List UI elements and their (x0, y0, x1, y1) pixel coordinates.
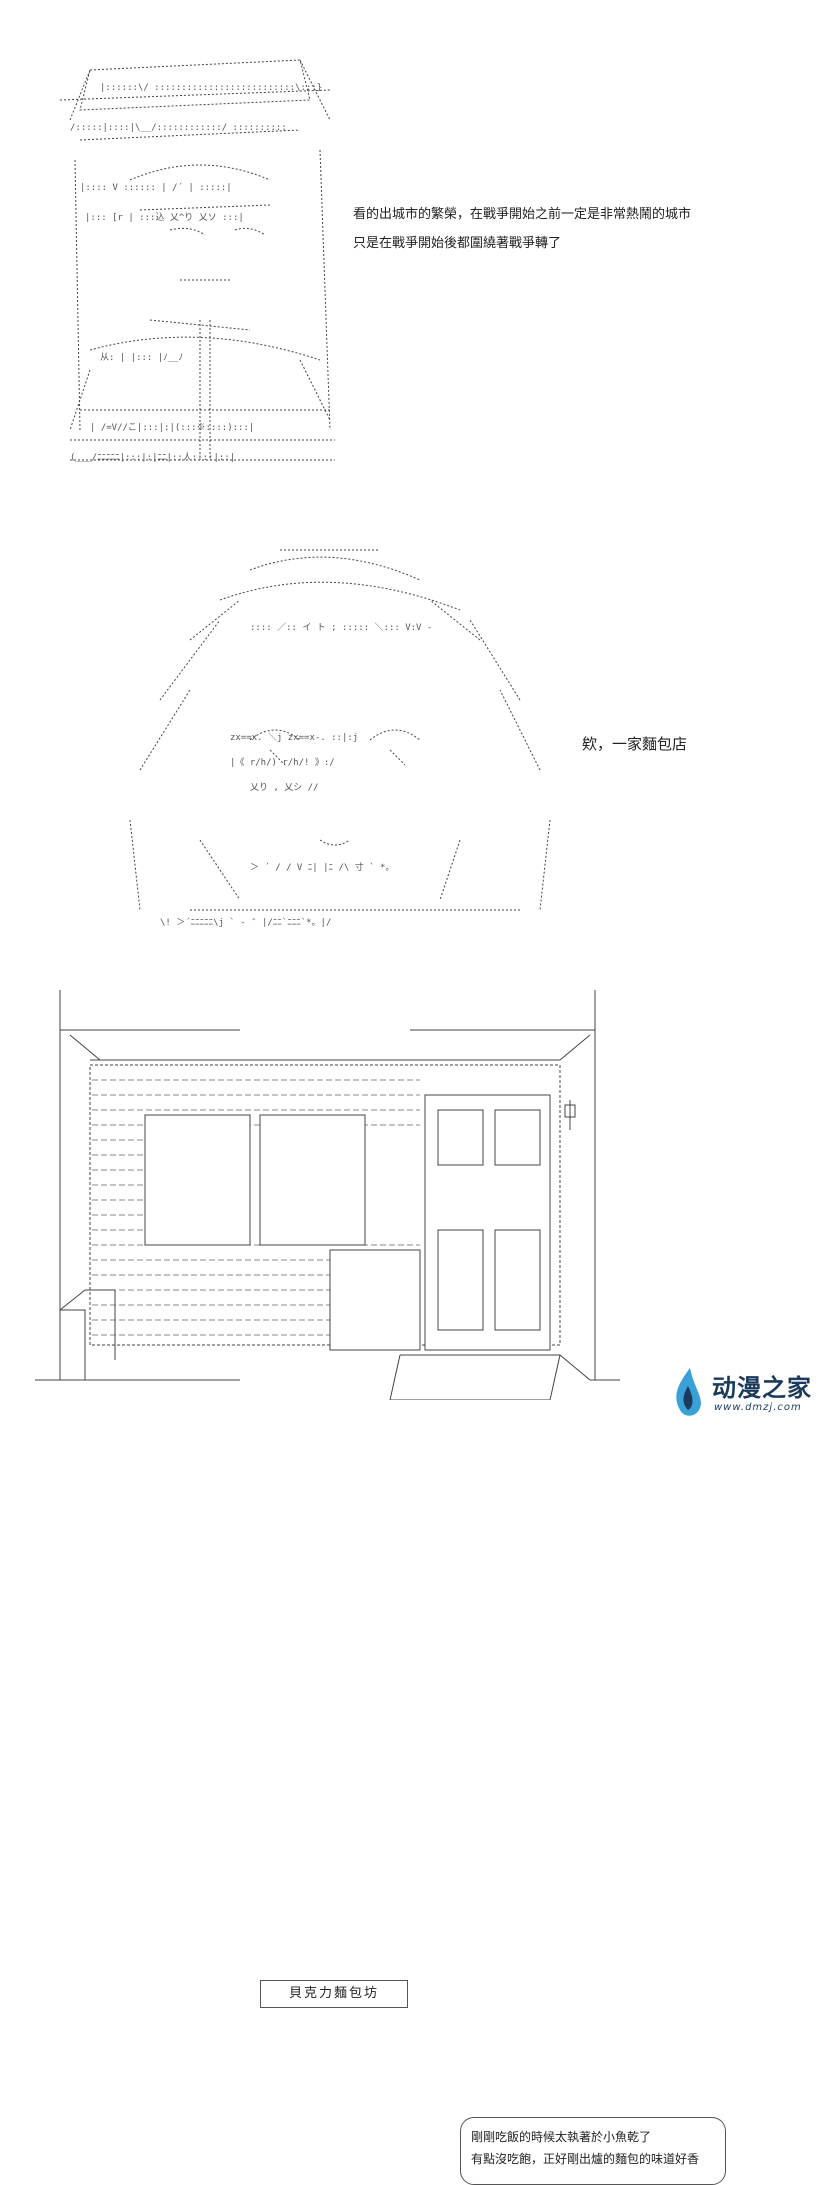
svg-text:| /=V//こ|:::|:|(:::※::::):::|: | /=V//こ|:::|:|(:::※::::):::| (90, 423, 254, 433)
svg-text:|::::::\/ ::::::::::::::::::::: |::::::\/ ::::::::::::::::::::::::::\:::… (100, 83, 322, 93)
svg-text:|《 r/h/) r/h/! 》:/: |《 r/h/) r/h/! 》:/ (230, 757, 335, 768)
panel-3: 貝克力麵包坊 剛剛吃飯的時候太執著於小魚乾了 有點沒吃飽，正好剛出爐的麵包的味道… (0, 980, 830, 2185)
svg-text:|:::: V :::::: | /´ |: |:::: V :::::: | /´ | :::::| (80, 182, 232, 193)
panel-1-caption-line-1: 看的出城市的繁榮，在戰爭開始之前一定是非常熱鬧的城市 (353, 207, 692, 222)
panel-2-character-art: :::: ／:: イ ト ; ::::: ＼::: V:V ‐ zx==x. ＼… (129, 549, 551, 928)
panel-1-caption-line-2: 只是在戰爭開始後都圍繞著戰爭轉了 (353, 236, 562, 251)
panel-2-caption: 欸，一家麵包店 (582, 735, 688, 753)
flame-logo-icon (676, 1368, 701, 1416)
panel-1-character-art: |::::::\/ ::::::::::::::::::::::::::\:::… (59, 59, 335, 463)
panel-1: |::::::\/ ::::::::::::::::::::::::::\:::… (0, 0, 830, 470)
svg-text:\! ＞´ﾆﾆﾆﾆﾆ\j ` - ″ |/ﾆﾆ`ﾆﾆﾆ`: \! ＞´ﾆﾆﾆﾆﾆ\j ` - ″ |/ﾆﾆ`ﾆﾆﾆ`*。|/ (160, 917, 331, 928)
svg-text:/:::::|::::|\__/::::::::::::/: /:::::|::::|\__/::::::::::::/ :::::::::: (70, 123, 287, 133)
panel-2: :::: ／:: イ ト ; ::::: ＼::: V:V ‐ zx==x. ＼… (0, 530, 830, 940)
svg-text:(___/ﾆﾆﾆﾆﾆ|:::|:|ﾆﾆ|::人::::|::: (___/ﾆﾆﾆﾆﾆ|:::|:|ﾆﾆ|::人::::|::| (70, 452, 235, 463)
svg-text:|::: [r | :::込 乂^り 乂ソ :::|: |::: [r | :::込 乂^り 乂ソ :::| (85, 212, 244, 223)
svg-text:从: | |::: |ﾉ__ﾉ: 从: | |::: |ﾉ__ﾉ (100, 352, 183, 363)
watermark-text: 动漫之家 (712, 1374, 812, 1402)
dmzj-watermark: 动漫之家 www.dmzj.com (668, 1366, 824, 1424)
svg-text:zx==x. ＼j zx==x‐. ::|:j: zx==x. ＼j zx==x‐. ::|:j (230, 732, 358, 743)
speech-bubble-line-1: 剛剛吃飯的時候太執著於小魚乾了 (471, 2130, 652, 2144)
speech-bubble-line-2: 有點沒吃飽，正好剛出爐的麵包的味道好香 (471, 2152, 700, 2166)
speech-bubble: 剛剛吃飯的時候太執著於小魚乾了 有點沒吃飽，正好剛出爐的麵包的味道好香 (460, 2117, 726, 2185)
svg-text::::: ／:: イ ト ; ::::: ＼::: V:V: :::: ／:: イ ト ; ::::: ＼::: V:V ‐ (250, 622, 432, 633)
svg-text:乂り , 乂シ //: 乂り , 乂シ // (250, 782, 319, 793)
bakery-storefront-art (35, 990, 620, 1400)
svg-text:＞ ´ / / V ﾆ| |ﾆ /\ 寸 ` *。: ＞ ´ / / V ﾆ| |ﾆ /\ 寸 ` *。 (250, 861, 394, 873)
watermark-url: www.dmzj.com (714, 1402, 802, 1413)
bakery-sign: 貝克力麵包坊 (260, 1980, 408, 2008)
